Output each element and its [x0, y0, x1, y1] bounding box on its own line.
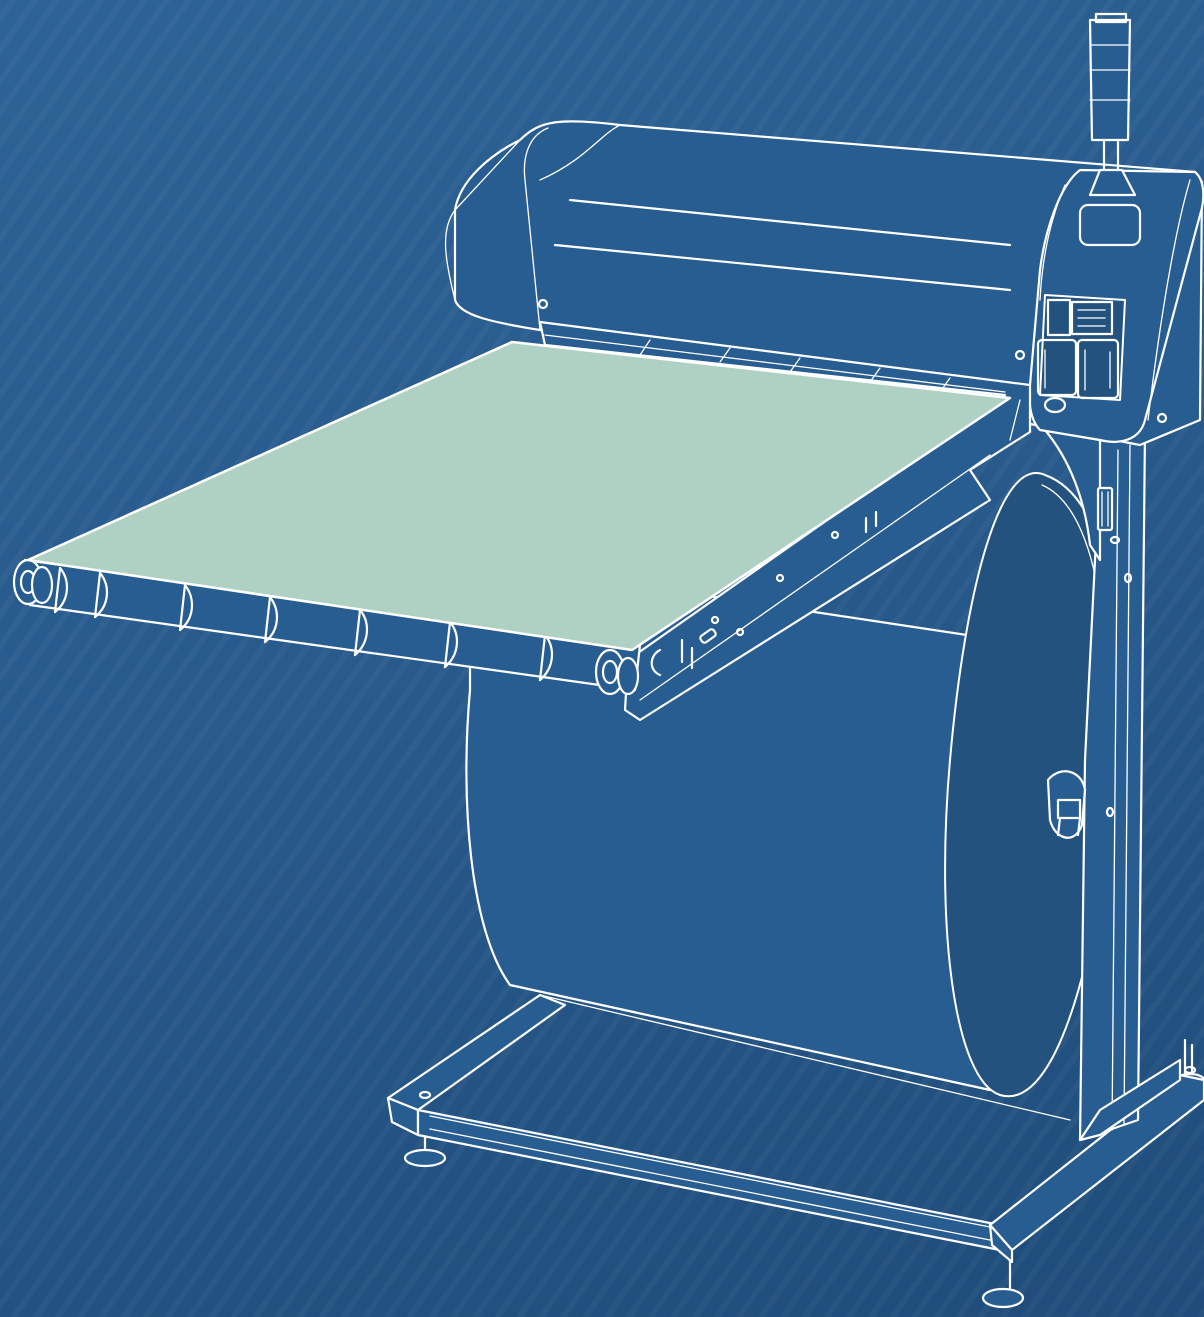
- right-column: [1043, 428, 1182, 1142]
- material-sheet: [26, 340, 1012, 652]
- conveyor-rollers: [12, 558, 642, 696]
- base-frame: [386, 993, 1204, 1309]
- control-panel: [1036, 294, 1126, 414]
- material-roll: [465, 472, 1120, 1098]
- signal-tower-light: [1078, 12, 1142, 247]
- conveyor-side-rail: [538, 320, 1032, 722]
